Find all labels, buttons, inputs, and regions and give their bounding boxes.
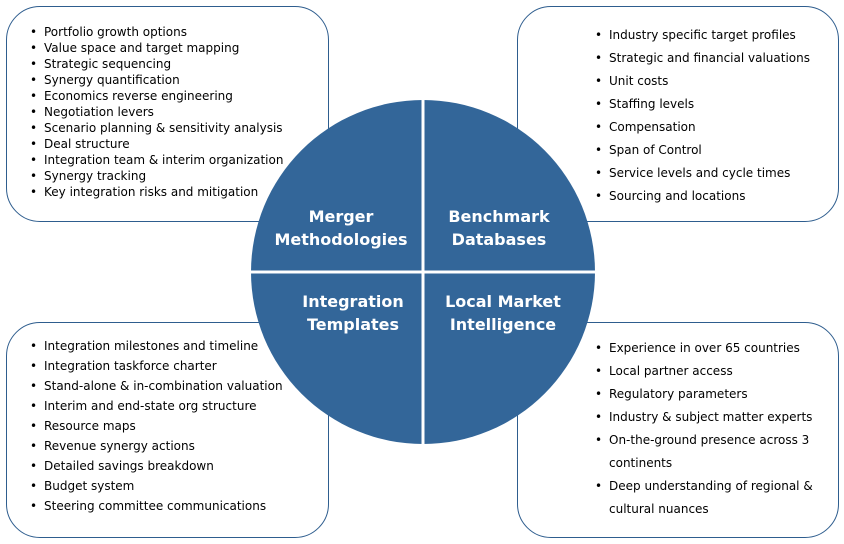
- list-item: On-the-ground presence across 3 continen…: [595, 429, 819, 475]
- list-item: Integration milestones and timeline: [30, 336, 283, 356]
- list-item: Local partner access: [595, 360, 819, 383]
- quadrant-circle: [251, 100, 595, 444]
- local-market-intelligence-list: Experience in over 65 countries Local pa…: [595, 337, 819, 521]
- list-item: Regulatory parameters: [595, 383, 819, 406]
- list-item: Negotiation levers: [30, 104, 283, 120]
- list-item: Synergy quantification: [30, 72, 283, 88]
- quadrant-label-line: Templates: [306, 315, 400, 334]
- list-item: Integration taskforce charter: [30, 356, 283, 376]
- list-item: Experience in over 65 countries: [595, 337, 819, 360]
- integration-templates-list: Integration milestones and timeline Inte…: [30, 336, 283, 516]
- quadrant-label-integration-templates: Integration Templates: [268, 290, 438, 336]
- list-item: Synergy tracking: [30, 168, 283, 184]
- list-item: Deal structure: [30, 136, 283, 152]
- list-item: Span of Control: [595, 139, 810, 162]
- list-item: Economics reverse engineering: [30, 88, 283, 104]
- merger-methodologies-box: Portfolio growth options Value space and…: [6, 6, 329, 222]
- benchmark-databases-list: Industry specific target profiles Strate…: [595, 24, 810, 208]
- list-item: Scenario planning & sensitivity analysis: [30, 120, 283, 136]
- list-item: Staffing levels: [595, 93, 810, 116]
- list-item: Revenue synergy actions: [30, 436, 283, 456]
- quadrant-label-line: Intelligence: [449, 315, 557, 334]
- list-item: Unit costs: [595, 70, 810, 93]
- list-item: Portfolio growth options: [30, 24, 283, 40]
- list-item: Sourcing and locations: [595, 185, 810, 208]
- list-item: Steering committee communications: [30, 496, 283, 516]
- list-item: Strategic and financial valuations: [595, 47, 810, 70]
- list-item: Detailed savings breakdown: [30, 456, 283, 476]
- quadrant-label-local-market-intelligence: Local Market Intelligence: [418, 290, 588, 336]
- list-item: Stand-alone & in-combination valuation: [30, 376, 283, 396]
- quadrant-label-merger-methodologies: Merger Methodologies: [256, 205, 426, 251]
- list-item: Value space and target mapping: [30, 40, 283, 56]
- list-item: Integration team & interim organization: [30, 152, 283, 168]
- list-item: Key integration risks and mitigation: [30, 184, 283, 200]
- list-item: Service levels and cycle times: [595, 162, 810, 185]
- list-item: Industry & subject matter experts: [595, 406, 819, 429]
- quadrant-label-line: Integration: [302, 292, 404, 311]
- list-item: Deep understanding of regional & cultura…: [595, 475, 819, 521]
- quadrant-label-benchmark-databases: Benchmark Databases: [414, 205, 584, 251]
- list-item: Budget system: [30, 476, 283, 496]
- quadrant-label-line: Benchmark: [448, 207, 550, 226]
- list-item: Resource maps: [30, 416, 283, 436]
- list-item: Industry specific target profiles: [595, 24, 810, 47]
- quadrant-label-line: Local Market: [445, 292, 561, 311]
- merger-methodologies-list: Portfolio growth options Value space and…: [30, 24, 283, 200]
- quadrant-label-line: Methodologies: [274, 230, 408, 249]
- quadrant-label-line: Merger: [308, 207, 374, 226]
- list-item: Compensation: [595, 116, 810, 139]
- list-item: Strategic sequencing: [30, 56, 283, 72]
- quadrant-label-line: Databases: [451, 230, 547, 249]
- list-item: Interim and end-state org structure: [30, 396, 283, 416]
- integration-templates-box: Integration milestones and timeline Inte…: [6, 322, 329, 538]
